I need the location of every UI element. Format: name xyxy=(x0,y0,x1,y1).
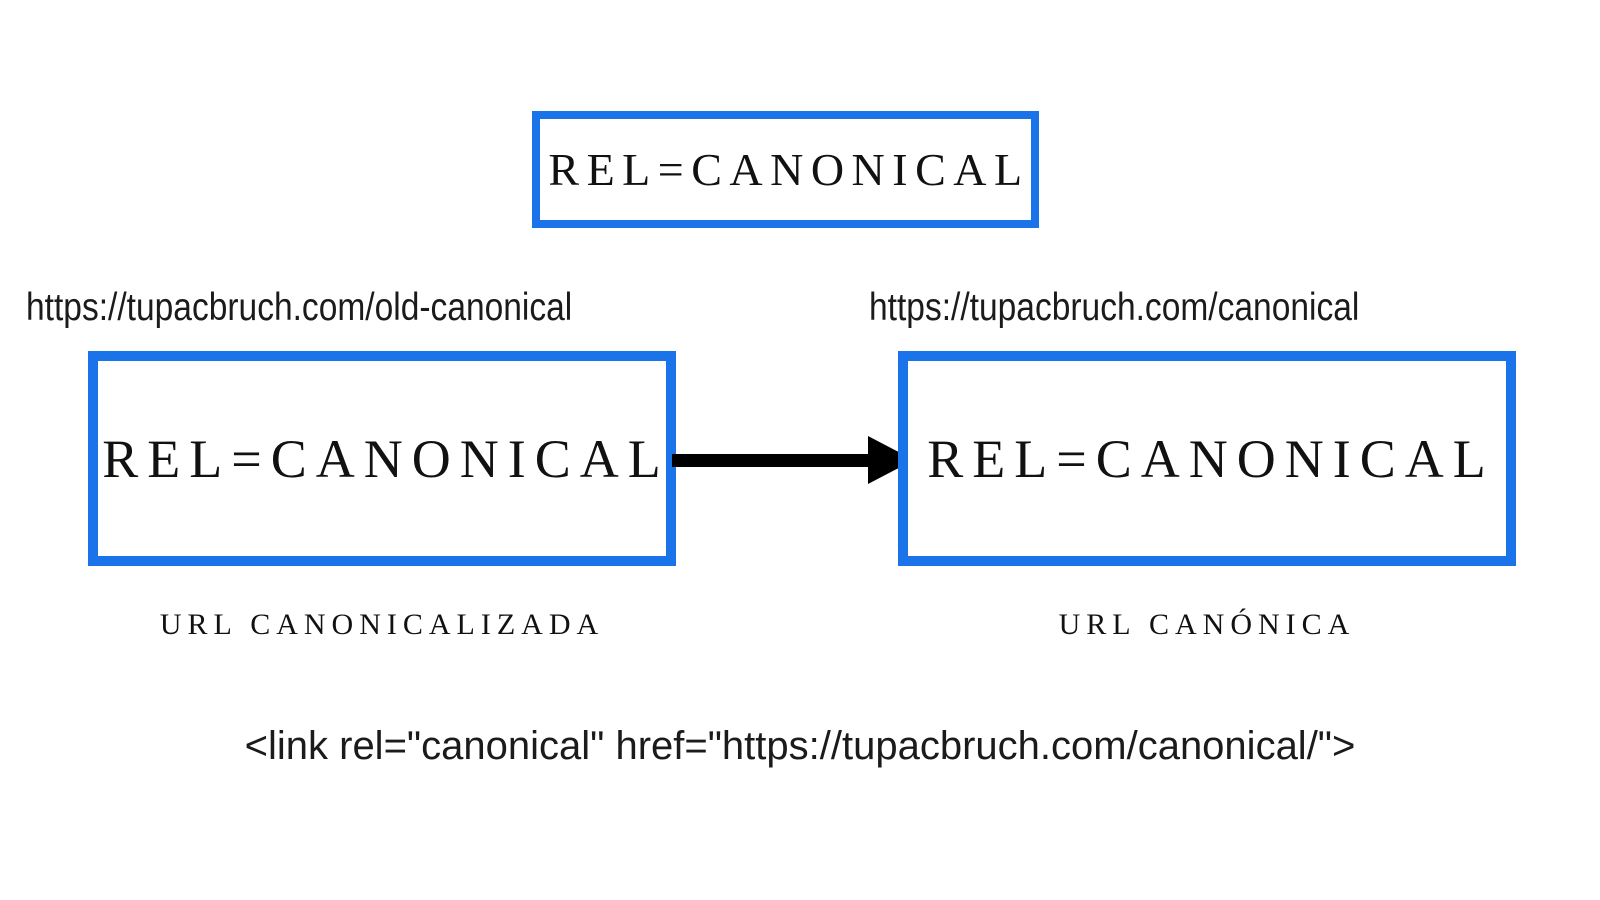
canonical-link-code-snippet: <link rel="canonical" href="https://tupa… xyxy=(244,724,1356,768)
arrow-right-icon xyxy=(672,436,914,484)
right-rel-canonical-text: REL=CANONICAL xyxy=(927,428,1495,489)
right-rel-canonical-box: REL=CANONICAL xyxy=(898,351,1516,566)
left-box-caption: URL CANONICALIZADA xyxy=(159,608,605,641)
top-rel-canonical-box: REL=CANONICAL xyxy=(532,111,1039,228)
right-url-label: https://tupacbruch.com/canonical xyxy=(869,286,1360,329)
right-box-caption: URL CANÓNICA xyxy=(1058,608,1356,641)
left-rel-canonical-box: REL=CANONICAL xyxy=(88,351,676,566)
left-url-label: https://tupacbruch.com/old-canonical xyxy=(26,286,573,329)
left-rel-canonical-text: REL=CANONICAL xyxy=(102,428,670,489)
top-rel-canonical-text: REL=CANONICAL xyxy=(548,143,1030,195)
